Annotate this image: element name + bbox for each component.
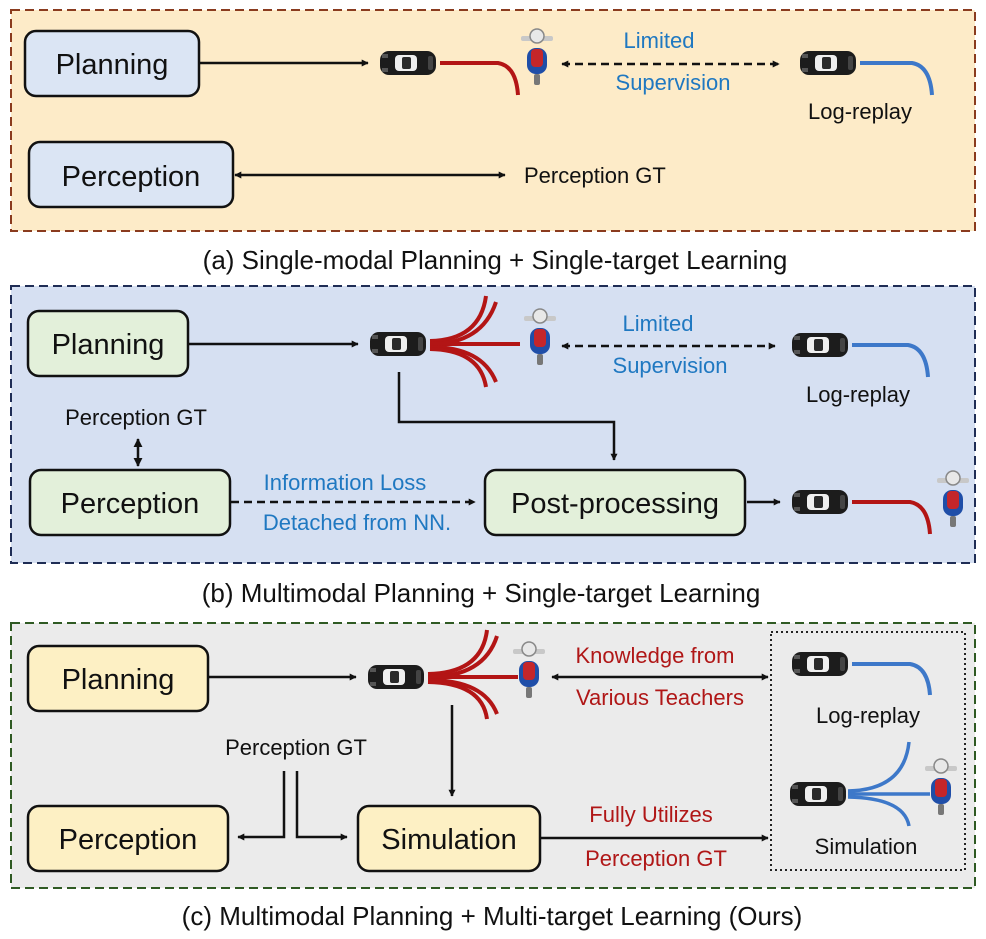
planning-label-b: Planning xyxy=(52,329,165,361)
perception-gt-label-c: Perception GT xyxy=(225,735,367,760)
planning-box-b: Planning xyxy=(26,309,190,378)
perception-label-a: Perception xyxy=(62,161,201,193)
log-car-icon-b xyxy=(792,333,848,357)
ego-car-icon-c xyxy=(368,665,424,689)
log-replay-label-b: Log-replay xyxy=(806,382,910,407)
perception-label-c: Perception xyxy=(59,824,198,856)
perception-box-c: Perception xyxy=(26,804,230,873)
perception-gt-label-b: Perception GT xyxy=(65,405,207,430)
limited-label-a: Limited xyxy=(624,28,695,53)
caption-b: (b) Multimodal Planning + Single-target … xyxy=(202,578,761,608)
limited-label-b: Limited xyxy=(623,311,694,336)
panel-c: Planning Knowledge from Various Teachers… xyxy=(10,622,976,889)
perception-box-b: Perception xyxy=(28,468,232,537)
planning-label-a: Planning xyxy=(56,49,169,81)
sim-car-icon-c xyxy=(790,782,846,806)
simulation-box-label-c: Simulation xyxy=(381,824,516,856)
log-replay-label-c: Log-replay xyxy=(816,703,920,728)
log-replay-label-a: Log-replay xyxy=(808,99,912,124)
arrow-car-to-postprocessing-b xyxy=(397,372,618,461)
planning-box-c: Planning xyxy=(26,644,210,713)
log-trajectory-b xyxy=(852,343,930,378)
perception-box-a: Perception xyxy=(27,140,235,209)
caption-a: (a) Single-modal Planning + Single-targe… xyxy=(203,245,788,275)
supervision-label-a: Supervision xyxy=(616,70,731,95)
teachers-frame-c xyxy=(770,631,966,871)
sim-trajectories-c xyxy=(847,741,930,827)
log-car-icon-a xyxy=(800,51,856,75)
multimodal-trajectories-c xyxy=(427,629,518,720)
arrow-gt-to-simulation-c xyxy=(295,771,348,841)
perception-label-b: Perception xyxy=(61,488,200,520)
output-car-icon-b xyxy=(792,490,848,514)
simulation-box-c: Simulation xyxy=(356,804,542,873)
planned-trajectory-a xyxy=(440,61,520,96)
perception-gt2-label-c: Perception GT xyxy=(585,846,727,871)
info-loss-label-b: Information Loss xyxy=(264,470,427,495)
planning-label-c: Planning xyxy=(62,664,175,696)
post-processing-box-b: Post-processing xyxy=(483,468,747,537)
knowledge-label-c: Knowledge from xyxy=(576,643,735,668)
caption-c: (c) Multimodal Planning + Multi-target L… xyxy=(182,901,803,931)
simulation-label-c: Simulation xyxy=(815,834,918,859)
log-trajectory-c xyxy=(852,662,932,696)
perception-gt-label-a: Perception GT xyxy=(524,163,666,188)
planning-box-a: Planning xyxy=(23,29,201,98)
panel-b: Planning Limited Supervision Log-replay … xyxy=(10,285,976,564)
ego-car-icon-a xyxy=(380,51,436,75)
output-trajectory-b xyxy=(852,500,932,535)
detached-label-b: Detached from NN. xyxy=(263,510,451,535)
panel-a: Planning Limited Supervision Log-replay … xyxy=(10,9,976,232)
log-car-icon-c xyxy=(792,652,848,676)
teachers-label-c: Various Teachers xyxy=(576,685,744,710)
supervision-label-b: Supervision xyxy=(613,353,728,378)
arrow-gt-to-perception-c xyxy=(237,771,286,841)
multimodal-trajectories-b xyxy=(429,295,520,388)
log-trajectory-a xyxy=(860,61,934,96)
fully-label-c: Fully Utilizes xyxy=(589,802,712,827)
post-processing-label-b: Post-processing xyxy=(511,488,719,520)
ego-car-icon-b xyxy=(370,332,426,356)
